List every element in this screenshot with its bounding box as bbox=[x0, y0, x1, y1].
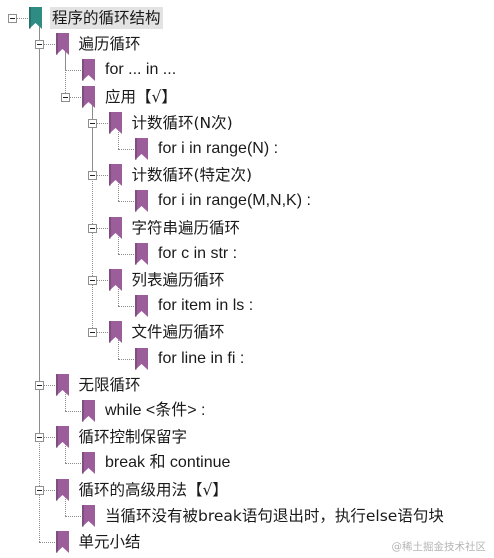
connector-line bbox=[91, 280, 108, 281]
bookmark-icon bbox=[55, 373, 70, 397]
tree-node-label[interactable]: for i in range(N) : bbox=[158, 140, 279, 157]
connector-line bbox=[12, 18, 28, 19]
tree-node-label[interactable]: 程序的循环结构 bbox=[50, 7, 163, 29]
connector-line bbox=[118, 233, 119, 254]
tree-node-label[interactable]: 计数循环(特定次) bbox=[131, 166, 253, 185]
bookmark-icon bbox=[108, 268, 123, 292]
collapse-toggle-icon[interactable] bbox=[87, 171, 97, 181]
connector-line bbox=[65, 50, 66, 97]
collapse-toggle-icon[interactable] bbox=[87, 328, 97, 338]
bookmark-icon bbox=[108, 163, 123, 187]
bookmark-icon bbox=[134, 347, 149, 371]
collapse-toggle-icon[interactable] bbox=[34, 40, 44, 50]
connector-line bbox=[118, 201, 134, 203]
connector-line bbox=[118, 286, 119, 307]
tree-node-label[interactable]: 字符串遍历循环 bbox=[131, 218, 241, 237]
connector-line bbox=[38, 44, 55, 46]
tree-node-label[interactable]: 当循环没有被break语句退出时，执行else语句块 bbox=[105, 506, 444, 525]
connector-line bbox=[65, 495, 66, 516]
connector-line bbox=[91, 122, 108, 124]
bookmark-icon bbox=[81, 58, 96, 82]
connector-line bbox=[118, 338, 119, 359]
collapse-toggle-icon[interactable] bbox=[87, 276, 97, 285]
connector-line bbox=[118, 358, 134, 360]
collapse-toggle-icon[interactable] bbox=[61, 92, 70, 102]
bookmark-icon bbox=[81, 399, 96, 423]
connector-line bbox=[91, 102, 93, 333]
tree-node-label[interactable]: 文件遍历循环 bbox=[131, 323, 225, 342]
connector-line bbox=[91, 227, 108, 229]
connector-line bbox=[65, 463, 81, 465]
collapse-toggle-icon[interactable] bbox=[34, 380, 44, 390]
tree-node-label[interactable]: 无限循环 bbox=[78, 375, 141, 394]
bookmark-icon bbox=[81, 451, 96, 475]
connector-line bbox=[38, 542, 55, 543]
connector-line bbox=[65, 443, 66, 464]
connector-line bbox=[91, 332, 108, 334]
tree-node-label[interactable]: for i in range(M,N,K) : bbox=[158, 192, 311, 210]
connector-line bbox=[38, 437, 55, 439]
tree-node-label[interactable]: break 和 continue bbox=[105, 454, 231, 472]
tree-node-label[interactable]: 应用【√】 bbox=[105, 87, 177, 106]
bookmark-icon bbox=[55, 425, 70, 449]
bookmark-icon bbox=[55, 530, 70, 554]
collapse-toggle-icon[interactable] bbox=[34, 433, 44, 443]
bookmark-icon bbox=[134, 137, 149, 161]
bookmark-icon bbox=[134, 189, 149, 213]
collapse-toggle-icon[interactable] bbox=[87, 223, 97, 233]
connector-line bbox=[118, 181, 119, 202]
connector-line bbox=[38, 24, 40, 542]
bookmark-icon bbox=[28, 6, 43, 30]
tree-node-label[interactable]: while <条件> : bbox=[105, 402, 206, 419]
connector-line bbox=[65, 390, 66, 411]
bookmark-icon bbox=[108, 111, 123, 135]
tree-node-label[interactable]: for c in str : bbox=[158, 244, 238, 262]
tree-node-label[interactable]: for item in ls : bbox=[158, 297, 254, 315]
bookmark-icon bbox=[55, 32, 70, 56]
bookmark-icon bbox=[108, 320, 123, 344]
connector-line bbox=[118, 128, 119, 149]
watermark: @稀土掘金技术社区 bbox=[391, 541, 487, 553]
bookmark-icon bbox=[81, 504, 96, 528]
tree-node-label[interactable]: 循环控制保留字 bbox=[78, 428, 188, 447]
bookmark-icon bbox=[81, 85, 96, 109]
collapse-toggle-icon[interactable] bbox=[8, 14, 17, 23]
bookmark-icon bbox=[108, 216, 123, 240]
connector-line bbox=[38, 384, 55, 386]
connector-line bbox=[65, 411, 81, 412]
collapse-toggle-icon[interactable] bbox=[87, 118, 97, 128]
connector-line bbox=[118, 253, 134, 255]
connector-line bbox=[118, 149, 134, 150]
tree-node-label[interactable]: for ... in ... bbox=[105, 61, 177, 79]
tree-node-label[interactable]: 循环的高级用法【√】 bbox=[78, 480, 228, 499]
tree-node-label[interactable]: for line in fi : bbox=[158, 349, 245, 367]
bookmark-icon bbox=[134, 242, 149, 266]
collapse-toggle-icon[interactable] bbox=[34, 485, 44, 495]
connector-line bbox=[91, 175, 108, 177]
connector-line bbox=[38, 489, 55, 491]
connector-line bbox=[65, 96, 81, 98]
bookmark-icon bbox=[134, 294, 149, 318]
connector-line bbox=[65, 515, 81, 517]
bookmark-icon bbox=[55, 478, 70, 502]
tree-node-label[interactable]: 列表遍历循环 bbox=[131, 271, 225, 289]
tree-node-label[interactable]: 单元小结 bbox=[78, 533, 141, 551]
tree-node-label[interactable]: 遍历循环 bbox=[78, 35, 141, 54]
connector-line bbox=[118, 306, 134, 308]
connector-line bbox=[65, 70, 81, 72]
tree-node-label[interactable]: 计数循环(N次) bbox=[131, 113, 233, 132]
